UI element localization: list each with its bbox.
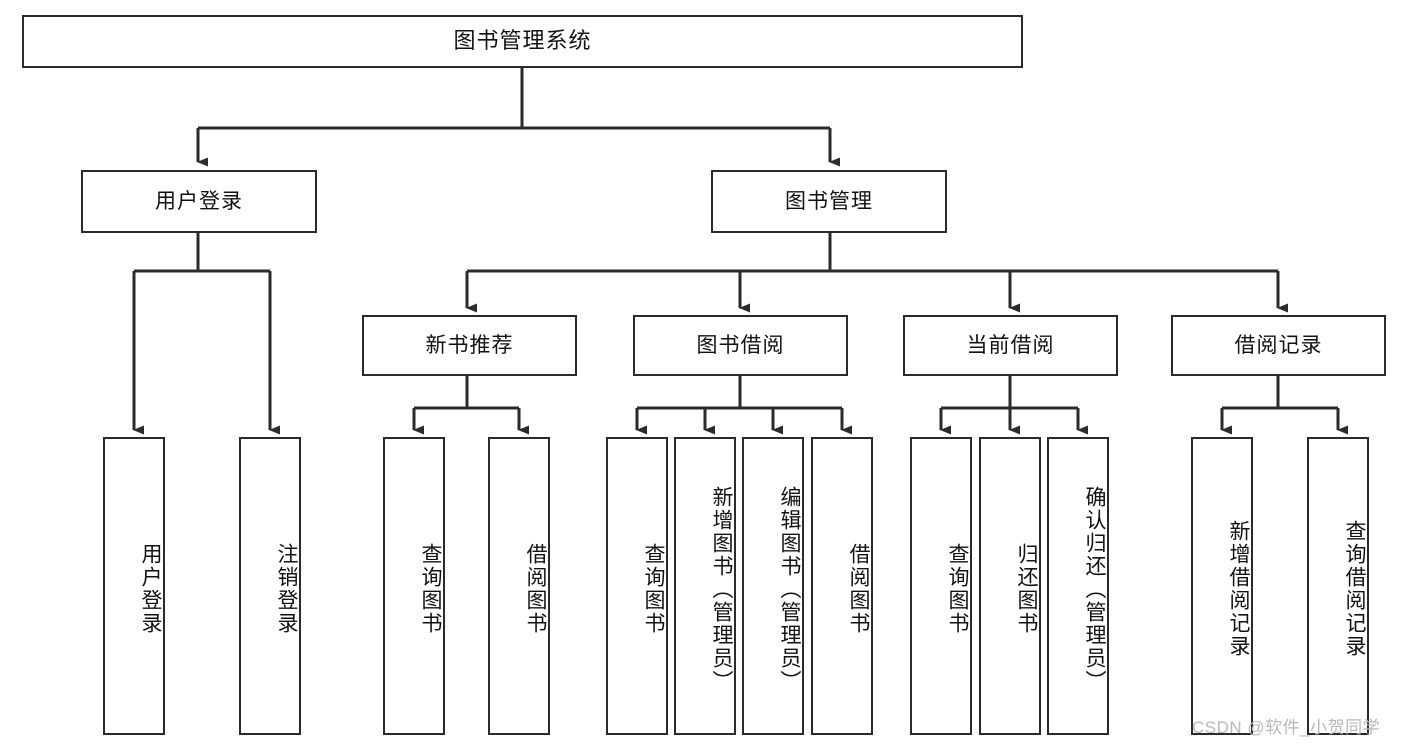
node-label: 注销登录: [275, 543, 298, 635]
leaf-borrowrecord-add-record[interactable]: 新增借阅记录: [1191, 437, 1253, 735]
node-label: 查询图书: [946, 543, 969, 635]
leaf-user-login[interactable]: 用户登录: [103, 437, 165, 735]
node-label: 借阅图书: [847, 543, 870, 635]
node-label: 确认归还（管理员）: [1083, 485, 1106, 693]
node-label: 图书借阅: [696, 333, 785, 357]
node-label: 借阅记录: [1234, 333, 1323, 357]
leaf-bookborrow-add-book-admin[interactable]: 新增图书（管理员）: [674, 437, 736, 735]
node-label: 新书推荐: [425, 333, 514, 357]
leaf-bookborrow-borrow-book[interactable]: 借阅图书: [811, 437, 873, 735]
leaf-bookborrow-query-book[interactable]: 查询图书: [606, 437, 668, 735]
node-new-book-recommend[interactable]: 新书推荐: [362, 315, 577, 376]
node-borrow-record[interactable]: 借阅记录: [1171, 315, 1386, 376]
node-label: 归还图书: [1015, 543, 1038, 635]
node-book-management[interactable]: 图书管理: [711, 170, 947, 233]
node-root-system[interactable]: 图书管理系统: [22, 15, 1023, 68]
node-book-borrow[interactable]: 图书借阅: [633, 315, 848, 376]
node-label: 查询图书: [419, 543, 442, 635]
csdn-watermark: CSDN @软件_小贺同学: [1192, 718, 1381, 737]
node-label: 新增借阅记录: [1227, 520, 1250, 658]
leaf-currentborrow-confirm-return-admin[interactable]: 确认归还（管理员）: [1047, 437, 1109, 735]
node-user-login[interactable]: 用户登录: [81, 170, 317, 233]
node-label: 借阅图书: [524, 543, 547, 635]
leaf-bookborrow-edit-book-admin[interactable]: 编辑图书（管理员）: [742, 437, 804, 735]
node-current-borrow[interactable]: 当前借阅: [903, 315, 1118, 376]
leaf-currentborrow-query-book[interactable]: 查询图书: [910, 437, 972, 735]
node-label: 图书管理系统: [453, 28, 592, 54]
leaf-borrowrecord-query-record[interactable]: 查询借阅记录: [1307, 437, 1369, 735]
node-label: 查询图书: [642, 543, 665, 635]
leaf-newbook-borrow-book[interactable]: 借阅图书: [488, 437, 550, 735]
node-label: 图书管理: [785, 189, 873, 213]
node-label: 用户登录: [155, 189, 243, 213]
node-label: 查询借阅记录: [1343, 520, 1366, 658]
node-label: 新增图书（管理员）: [710, 485, 733, 693]
leaf-newbook-query-book[interactable]: 查询图书: [383, 437, 445, 735]
leaf-logout[interactable]: 注销登录: [239, 437, 301, 735]
node-label: 用户登录: [139, 543, 162, 635]
node-label: 当前借阅: [966, 333, 1055, 357]
node-label: 编辑图书（管理员）: [778, 485, 801, 693]
leaf-currentborrow-return-book[interactable]: 归还图书: [979, 437, 1041, 735]
